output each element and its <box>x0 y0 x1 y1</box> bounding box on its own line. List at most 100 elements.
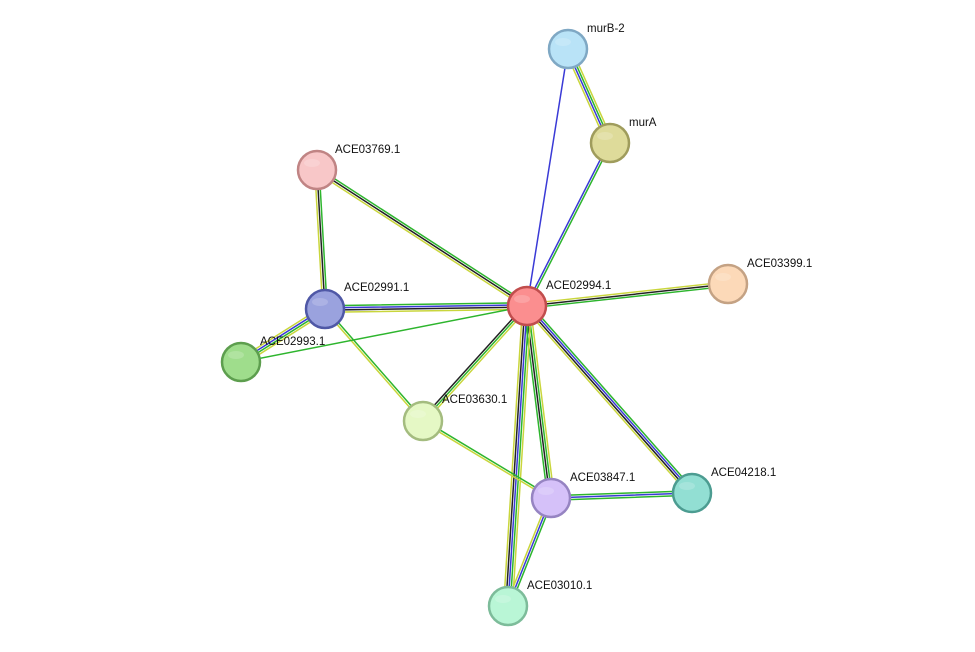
edge-evidence-line <box>526 283 729 307</box>
node-highlight <box>514 295 530 303</box>
edge-evidence-line <box>324 301 528 307</box>
edge-evidence-line <box>525 305 692 495</box>
node-highlight <box>312 298 328 306</box>
edge-evidence-line <box>240 305 528 363</box>
edge-evidence-line <box>316 169 326 310</box>
node-ace04218-1[interactable] <box>671 472 713 514</box>
edge-murb-2-to-ace02994-1 <box>526 48 569 307</box>
node-ace03769-1[interactable] <box>296 149 338 191</box>
edge-evidence-line <box>422 419 553 498</box>
node-label-murb-2: murB-2 <box>587 23 625 35</box>
node-label-ace03010-1: ACE03010.1 <box>527 580 592 592</box>
edge-evidence-line <box>528 303 696 492</box>
node-circle[interactable] <box>530 477 572 519</box>
labels-layer: murB-2 murA ACE03769.1ACE03399.1ACE02991.1… <box>260 23 812 592</box>
edge-evidence-line <box>323 308 423 423</box>
edge-ace03399-1-to-ace02994-1 <box>526 281 729 309</box>
node-label-ace02994-1: ACE02994.1 <box>546 280 611 292</box>
node-ace02993-1[interactable] <box>220 341 262 383</box>
edge-evidence-line <box>529 304 556 499</box>
edge-ace03769-1-to-ace02991-1 <box>314 169 328 310</box>
node-circle[interactable] <box>296 149 338 191</box>
node-circle[interactable] <box>487 585 529 627</box>
node-label-ace03769-1: ACE03769.1 <box>335 144 400 156</box>
node-highlight <box>679 482 695 490</box>
edge-evidence-line <box>420 303 527 421</box>
edge-ace02993-1-to-ace02994-1 <box>240 305 528 363</box>
edge-evidence-line <box>525 141 610 307</box>
edge-evidence-line <box>507 305 528 607</box>
edge-evidence-line <box>318 169 328 310</box>
node-murb-2[interactable] <box>547 28 589 70</box>
node-circle[interactable] <box>506 285 548 327</box>
edge-evidence-line <box>502 304 524 607</box>
node-circle[interactable] <box>589 122 631 164</box>
node-circle[interactable] <box>304 288 346 330</box>
edge-ace02994-1-to-ace03847-1 <box>522 304 556 500</box>
edge-evidence-line <box>550 490 693 497</box>
edge-evidence-line <box>422 305 528 422</box>
node-highlight <box>304 159 320 167</box>
edge-evidence-line <box>505 305 526 607</box>
node-ace02991-1[interactable] <box>304 288 346 330</box>
node-ace03847-1[interactable] <box>530 477 572 519</box>
edge-ace02991-1-to-ace02994-1 <box>324 301 528 314</box>
node-label-mura: murA <box>629 117 657 129</box>
edge-evidence-line <box>550 492 693 499</box>
edge-evidence-line <box>526 285 729 309</box>
node-circle[interactable] <box>220 341 262 383</box>
edge-evidence-line <box>526 281 729 305</box>
edge-evidence-line <box>423 306 530 424</box>
node-highlight <box>538 487 554 495</box>
node-highlight <box>495 595 511 603</box>
edge-ace02994-1-to-ace03010-1 <box>502 304 533 608</box>
edge-ace02994-1-to-ace04218-1 <box>523 303 696 496</box>
edge-evidence-line <box>509 305 530 607</box>
edge-evidence-line <box>550 494 693 501</box>
node-ace03630-1[interactable] <box>402 400 444 442</box>
node-label-ace03847-1: ACE03847.1 <box>570 472 635 484</box>
edge-evidence-line <box>324 308 528 314</box>
node-circle[interactable] <box>547 28 589 70</box>
node-label-ace03399-1: ACE03399.1 <box>747 258 812 270</box>
node-label-ace04218-1: ACE04218.1 <box>711 467 776 479</box>
edge-ace02994-1-to-ace03630-1 <box>420 303 530 424</box>
edge-evidence-line <box>315 171 527 309</box>
edge-evidence-line <box>324 306 528 311</box>
node-ace02994-1[interactable] <box>506 285 548 327</box>
node-circle[interactable] <box>402 400 444 442</box>
node-label-ace02991-1: ACE02991.1 <box>344 282 409 294</box>
edge-evidence-line <box>527 142 612 308</box>
node-label-ace02993-1: ACE02993.1 <box>260 336 325 348</box>
edge-mura-to-ace02994-1 <box>525 141 612 308</box>
node-ace03010-1[interactable] <box>487 585 529 627</box>
node-highlight <box>228 351 244 359</box>
edge-evidence-line <box>324 304 528 309</box>
edges-layer <box>238 46 729 608</box>
edge-evidence-line <box>527 304 694 494</box>
node-highlight <box>597 132 613 140</box>
node-circle[interactable] <box>671 472 713 514</box>
node-mura[interactable] <box>589 122 631 164</box>
edge-evidence-line <box>325 307 425 422</box>
edge-evidence-line <box>421 421 552 500</box>
edge-ace03769-1-to-ace02994-1 <box>315 167 529 309</box>
node-highlight <box>555 38 571 46</box>
edge-ace02991-1-to-ace03630-1 <box>323 307 425 423</box>
edge-evidence-line <box>317 167 529 305</box>
node-circle[interactable] <box>707 263 749 305</box>
edge-evidence-line <box>511 305 533 608</box>
node-highlight <box>715 273 731 281</box>
edge-evidence-line <box>316 169 528 307</box>
node-label-ace03630-1: ACE03630.1 <box>442 394 507 406</box>
edge-ace03630-1-to-ace03847-1 <box>421 419 553 500</box>
edge-evidence-line <box>314 169 324 310</box>
nodes-layer <box>220 28 749 627</box>
edge-evidence-line <box>526 48 569 307</box>
edge-evidence-line <box>523 307 691 496</box>
edge-ace03847-1-to-ace04218-1 <box>550 490 693 501</box>
node-highlight <box>410 410 426 418</box>
edge-evidence-line <box>527 305 553 499</box>
node-ace03399-1[interactable] <box>707 263 749 305</box>
